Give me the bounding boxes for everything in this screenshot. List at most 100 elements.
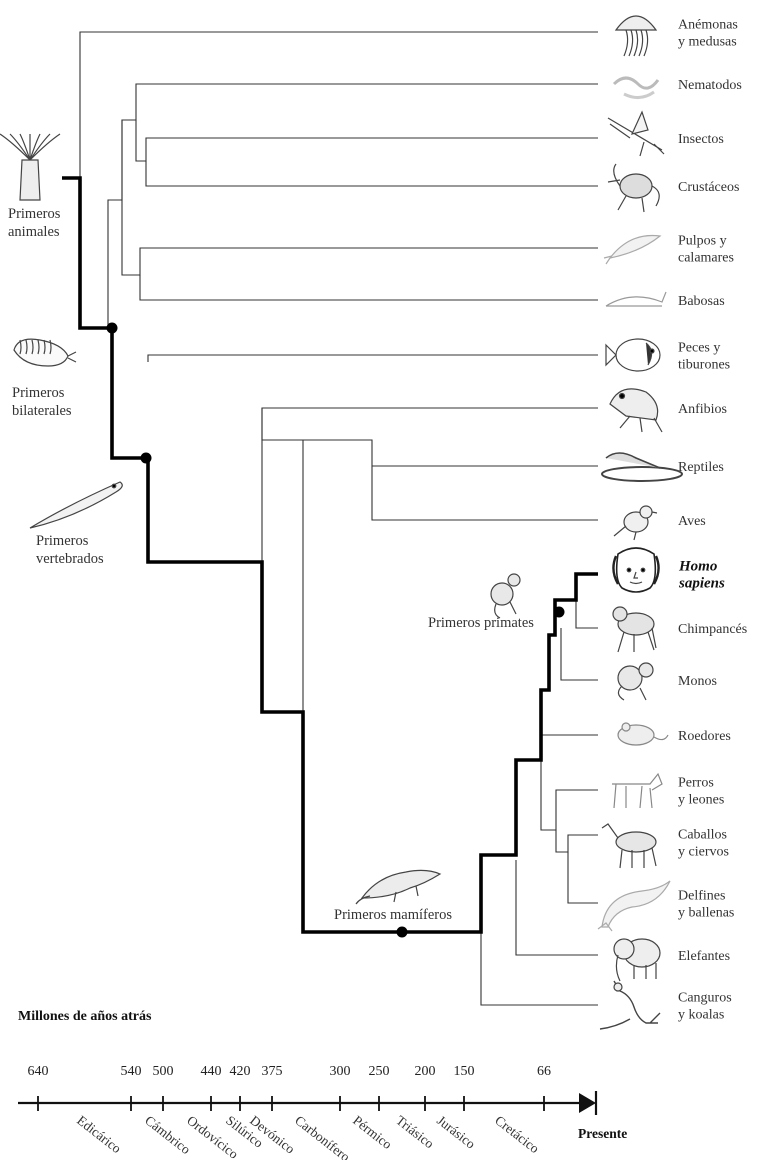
kangaroo-icon [600,981,660,1029]
milestone-dot [397,927,408,938]
bird-icon [614,506,657,540]
leaf-label-perros: Perros [678,776,714,791]
leaf-label-nematodos: Nematodos [678,78,742,93]
human-lineage-line [62,178,598,932]
human-face-icon [613,548,658,592]
leaf-label-anemonas: Anémonas [678,18,738,33]
leaf-label-insectos: Insectos [678,132,724,147]
tree-branch [140,275,598,300]
period-label: Triásico [393,1113,437,1152]
tree-branch [541,735,598,830]
leaf-label-pulpos: Pulpos y [678,234,727,249]
mouse-icon [618,723,668,745]
period-label: Cretácico [492,1113,542,1157]
period-label: Pérmico [350,1113,395,1153]
tick-label: 540 [121,1064,142,1079]
tree-branch [576,598,598,628]
period-label: Edicárico [74,1113,124,1157]
early-mammal-icon [356,870,440,904]
leaf-label-anfibios: Anfibios [678,402,727,417]
leaf-label-peces: tiburones [678,358,730,373]
tree-branch [516,860,598,955]
tick-label: 640 [28,1064,49,1079]
dog-icon [612,774,662,808]
leaf-label-monos: Monos [678,674,717,689]
milestone-dot [554,607,565,618]
early-primate-icon [491,574,520,618]
tree-branch [148,355,598,362]
leaf-label-pulpos: calamares [678,251,734,266]
leaf-label-chimpances: Chimpancés [678,622,747,637]
human-lineage-path [62,178,598,932]
elephant-icon [614,939,660,981]
present-label: Presente [578,1126,627,1141]
leaf-label-homo: sapiens [678,576,725,592]
squid-icon [604,235,660,264]
leaf-label-perros: y leones [678,793,724,808]
period-label: Jurásico [434,1113,478,1152]
tick-label: 66 [537,1064,551,1079]
tree-branch [136,120,598,161]
milestone-label-bilaterales: bilaterales [12,403,72,419]
leaf-label-reptiles: Reptiles [678,460,724,475]
anemone-polyp-icon [0,134,60,200]
leaf-label-peces: Peces y [678,341,720,356]
milestone-label-animales: animales [8,224,60,240]
tree-branch [122,200,598,275]
crab-icon [608,164,659,212]
axis-arrow [579,1093,596,1113]
tree-branch [146,161,598,186]
tree-branches [80,32,598,1005]
leaf-label-delfines: y ballenas [678,906,734,921]
milestone-label-bilaterales: Primeros [12,385,65,401]
lizard-icon [602,453,682,481]
tree-branch [108,84,598,328]
chimpanzee-icon [613,607,656,652]
period-label: Cámbrico [142,1113,193,1158]
milestone-dot [107,323,118,334]
milestone-label-vertebrados: vertebrados [36,551,104,567]
period-label: Carbonífero [292,1113,353,1160]
leaf-label-canguros: y koalas [678,1008,724,1023]
tree-branch [561,628,598,680]
leaf-label-caballos: y ciervos [678,845,729,860]
tree-branch [122,120,136,200]
leaf-label-roedores: Roedores [678,729,731,744]
milestone-label-mamiferos: Primeros mamíferos [334,907,452,923]
milestone-label-vertebrados: Primeros [36,533,89,549]
leaf-label-aves: Aves [678,514,706,529]
tree-branch [541,690,598,735]
tick-label: 500 [153,1064,174,1079]
leaf-label-elefantes: Elefantes [678,949,730,964]
monkey-icon [618,663,653,700]
tree-branch [372,466,598,520]
milestone-label-primates: Primeros primates [428,615,534,631]
leaf-label-delfines: Delfines [678,889,725,904]
worm-icon [614,78,658,98]
leaf-label-babosas: Babosas [678,294,725,309]
leaf-label-homo: Homo [678,559,717,575]
tick-label: 250 [369,1064,390,1079]
fish-icon [606,339,660,371]
milestone-label-animales: Primeros [8,206,61,222]
tick-label: 300 [330,1064,351,1079]
jellyfish-icon [616,16,656,56]
tree-branch [481,932,598,1005]
whale-icon [598,881,670,931]
leaf-label-canguros: Canguros [678,991,732,1006]
leaf-label-anemonas: y medusas [678,35,737,50]
early-fish-icon [30,482,122,528]
milestone-dot [141,453,152,464]
tick-label: 375 [262,1064,283,1079]
tree-branch [556,830,598,852]
frog-icon [610,389,662,432]
tick-label: 420 [230,1064,251,1079]
tick-label: 200 [415,1064,436,1079]
bilaterian-worm-icon [14,339,76,366]
tick-label: 440 [201,1064,222,1079]
leaf-label-caballos: Caballos [678,828,727,843]
